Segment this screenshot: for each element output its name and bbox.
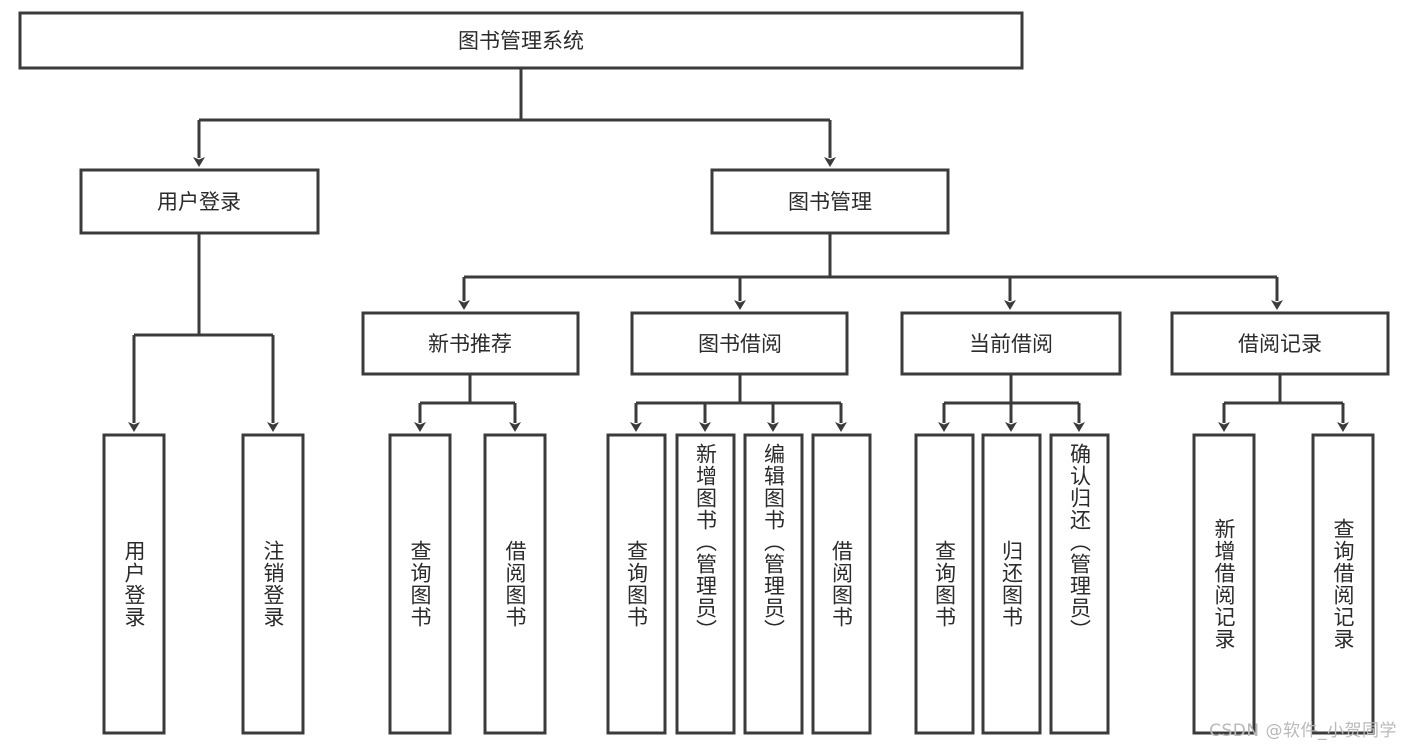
node-borrow-record-label: 借阅记录 [1238,332,1322,356]
connector-book-borrow-to-leaves [630,374,847,432]
leaf-box-query-book-2[interactable] [606,433,667,735]
leaf-box-query-book-1[interactable] [388,433,452,735]
node-user-login-label: 用户登录 [157,190,241,214]
node-current-borrow[interactable]: 当前借阅 [900,311,1122,376]
node-book-manage-label: 图书管理 [788,190,872,214]
leaf-box-confirm-return[interactable] [1049,433,1110,735]
node-current-borrow-label: 当前借阅 [969,332,1053,356]
leaf-boxes [102,433,1375,735]
leaf-box-borrow-book-1[interactable] [483,433,547,735]
node-new-book-recommend[interactable]: 新书推荐 [361,311,580,376]
leaf-box-add-book[interactable] [675,433,736,735]
node-user-login[interactable]: 用户登录 [79,168,320,235]
leaf-box-user-login[interactable] [102,433,166,735]
connector-book-manage-to-level2 [458,233,1283,310]
node-book-manage[interactable]: 图书管理 [710,168,950,235]
connector-new-book-recommend-to-leaves [414,374,521,432]
node-borrow-record[interactable]: 借阅记录 [1170,311,1390,376]
leaf-box-add-record[interactable] [1192,433,1256,735]
connector-current-borrow-to-leaves [938,374,1085,432]
connector-root-to-level1 [193,68,836,167]
leaf-box-logout-login[interactable] [241,433,305,735]
leaf-box-return-book[interactable] [981,433,1042,735]
connector-borrow-record-to-leaves [1218,374,1349,432]
node-book-borrow-label: 图书借阅 [698,332,782,356]
node-book-borrow[interactable]: 图书借阅 [630,311,849,376]
leaf-box-borrow-book-2[interactable] [811,433,872,735]
leaf-box-edit-book[interactable] [743,433,804,735]
leaf-box-query-record[interactable] [1311,433,1375,735]
node-root[interactable]: 图书管理系统 [18,11,1024,70]
leaf-box-query-book-3[interactable] [914,433,975,735]
watermark-text: CSDN @软件_小贺同学 [1209,721,1397,741]
connector-user-login-to-leaves [128,233,279,432]
node-root-label: 图书管理系统 [458,29,584,53]
node-new-book-recommend-label: 新书推荐 [428,332,512,356]
